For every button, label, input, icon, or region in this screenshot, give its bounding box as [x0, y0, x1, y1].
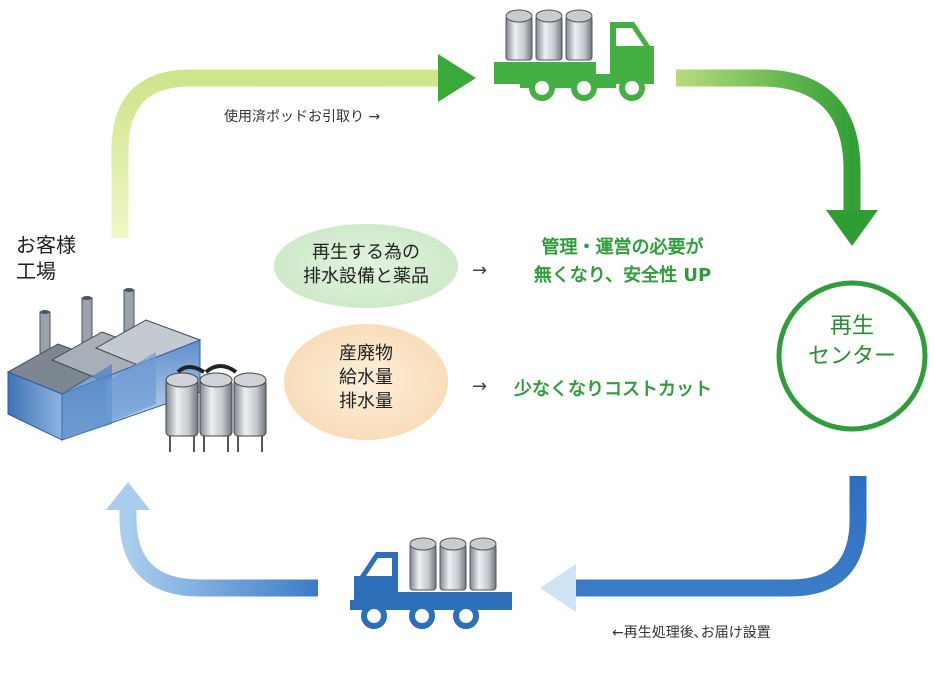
benefit-line: 少なくなりコストカット [514, 379, 712, 400]
pickup-truck-icon [494, 9, 654, 101]
center-label-line1: 再生 [829, 314, 874, 339]
factory-icon [6, 288, 202, 441]
bubble-line: 給水量 [339, 367, 393, 388]
factory-label: お客様 工場 [16, 232, 76, 284]
factory-label-line2: 工場 [16, 259, 56, 283]
waste-bubble [284, 324, 448, 440]
truck-tank-icon [409, 537, 497, 591]
truck-tank-icon [505, 9, 593, 61]
right-arrow-icon: → [472, 376, 488, 397]
equipment-bubble [274, 224, 458, 308]
delivery-truck-icon [350, 537, 512, 629]
benefit-line: 無くなり、安全性 UP [533, 265, 712, 286]
waste-bubble-text: 産廃物 給水量 排水量 [266, 342, 466, 414]
equipment-bubble-text: 再生する為の 排水設備と薬品 [266, 241, 466, 289]
right-arrow-icon: → [472, 260, 488, 281]
recycling-center-circle [776, 280, 928, 432]
bubble-line: 産廃物 [339, 343, 393, 364]
bubble-line: 再生する為の [312, 242, 420, 263]
bubble-line: 排水量 [339, 391, 393, 412]
pickup-flow-arrow [111, 54, 878, 246]
center-label-line2: センター [807, 344, 896, 369]
pickup-label: 使用済ポッドお引取り → [224, 109, 381, 125]
delivery-label: ←再生処理後､お届け設置 [612, 625, 771, 641]
factory-label-line1: お客様 [16, 233, 76, 257]
factory-tank-icon [165, 364, 267, 452]
cost-benefit-text: 少なくなりコストカット [514, 376, 712, 404]
recycling-center-label: 再生 センター [778, 312, 926, 372]
benefit-line: 管理・運営の必要が [541, 237, 704, 258]
safety-benefit-text: 管理・運営の必要が 無くなり、安全性 UP [500, 234, 745, 290]
bubble-line: 排水設備と薬品 [303, 266, 429, 287]
delivery-flow-arrow [106, 476, 867, 612]
